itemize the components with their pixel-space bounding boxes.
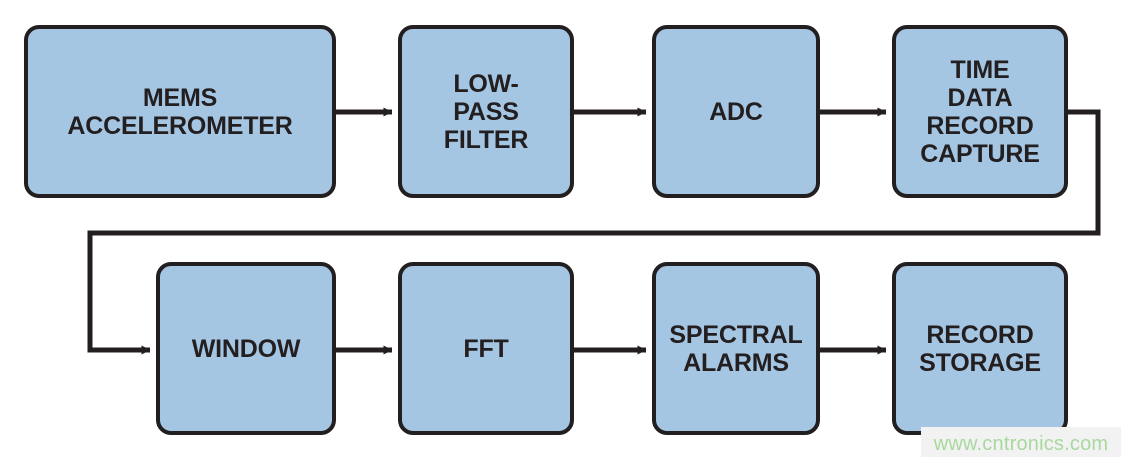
watermark-text: www.cntronics.com (933, 433, 1109, 455)
block-window[interactable]: WINDOW (156, 262, 336, 435)
wrap-arrow-capture-to-window (87, 109, 1101, 355)
block-adc[interactable]: ADC (652, 25, 820, 198)
block-time-data-record-capture[interactable]: TIME DATA RECORD CAPTURE (892, 25, 1068, 198)
watermark-band (921, 427, 1121, 457)
block-spectral-alarms[interactable]: SPECTRAL ALARMS (652, 262, 820, 435)
block-record-storage[interactable]: RECORD STORAGE (892, 262, 1068, 435)
block-mems-accelerometer[interactable]: MEMS ACCELEROMETER (24, 25, 336, 198)
block-fft[interactable]: FFT (398, 262, 574, 435)
block-low-pass-filter[interactable]: LOW- PASS FILTER (398, 25, 574, 198)
